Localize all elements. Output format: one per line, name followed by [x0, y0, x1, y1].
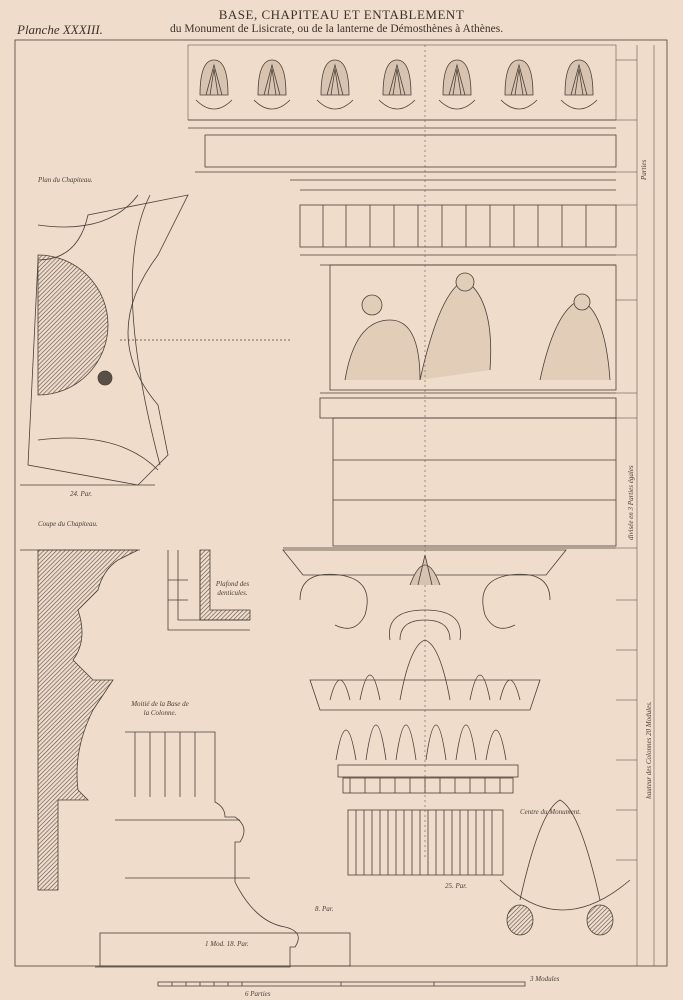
scale-label-modules: 3 Modules [530, 975, 560, 983]
label-plan-capital: Plan du Chapiteau. [38, 176, 93, 184]
monument-centre [499, 799, 631, 936]
dentil-soffit [167, 549, 251, 631]
label-parties: Parties [640, 159, 648, 180]
label-column-base: Moitié de la Base de la Colonne. [131, 700, 189, 717]
label-dentil-soffit: Plafond des denticules. [215, 580, 250, 597]
label-module: 1 Mod. 18. Par. [205, 940, 249, 948]
label-shaft-width: 25. Par. [445, 882, 467, 890]
label-section-capital: Coupe du Chapiteau. [38, 520, 98, 528]
capital-plan [20, 194, 290, 486]
label-base-width: 8. Par. [315, 905, 334, 913]
scale-bar [157, 981, 526, 987]
plate-title: BASE, CHAPITEAU ET ENTABLEMENT [218, 7, 465, 22]
label-monument-centre: Centre du Monument. [520, 808, 581, 816]
label-column-height: hauteur des Colonnes 20 Modules. [645, 701, 653, 799]
dimension-ladder [616, 59, 637, 861]
plate-frame [14, 39, 668, 967]
plate-number: Planche XXXIII. [17, 22, 103, 37]
architrave [283, 417, 617, 549]
frieze-relief [319, 264, 617, 419]
dentil-row [299, 204, 617, 266]
label-plan-width: 24. Par. [70, 490, 92, 498]
corinthian-capital [282, 549, 567, 794]
scale-label-parties: 6 Parties [245, 990, 271, 998]
label-right-divided: divisée en 3 Parties égales [627, 465, 635, 540]
capital-section [20, 549, 140, 891]
cornice-palmettes [187, 44, 617, 191]
plate-subtitle: du Monument de Lisicrate, ou de la lante… [170, 23, 504, 35]
column-base [95, 731, 351, 968]
column-shaft [347, 809, 504, 876]
